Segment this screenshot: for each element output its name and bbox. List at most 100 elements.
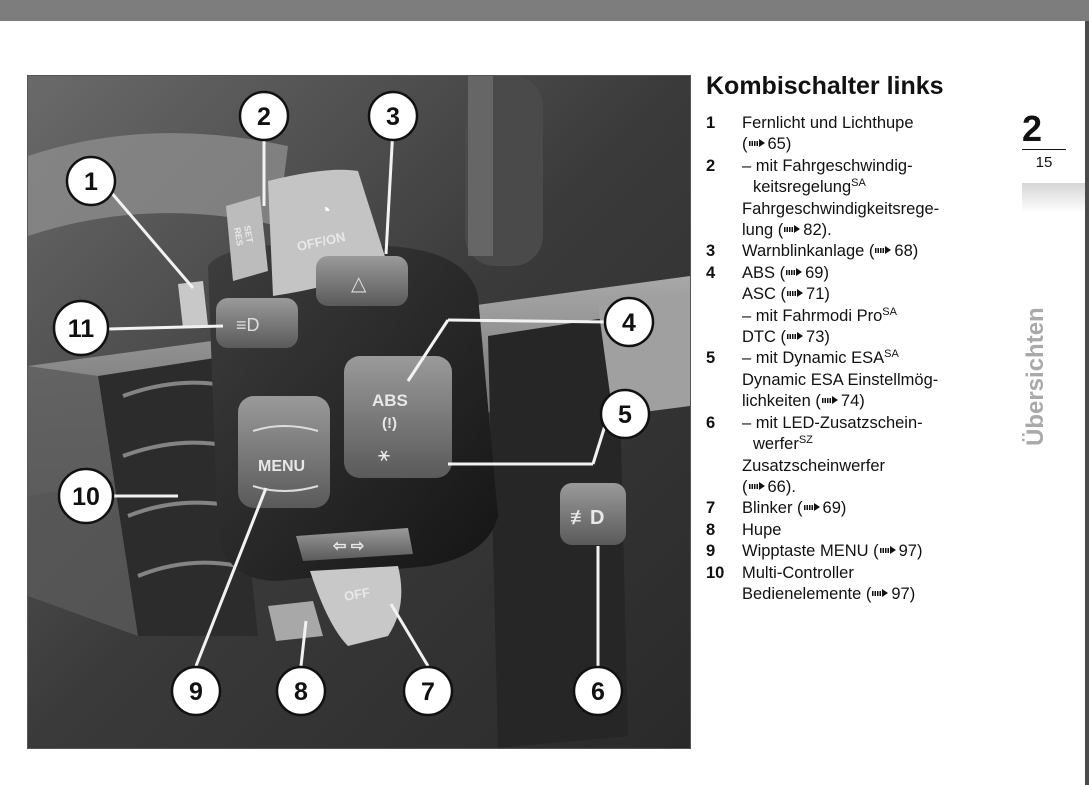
top-bar xyxy=(0,0,1089,21)
legend-line: keitsregelungSA xyxy=(742,177,991,198)
ref-open: ( xyxy=(775,328,787,347)
legend-line: – mit LED-Zusatzschein- xyxy=(742,413,991,434)
legend-line-text: Wipptaste MENU xyxy=(742,542,869,561)
ref-close: ) xyxy=(824,328,830,347)
ref-close: ) xyxy=(859,392,865,411)
page-reference-link[interactable]: 65 xyxy=(767,135,786,154)
speedometer-icon: ◔ xyxy=(320,200,331,220)
legend-line: Warnblinkanlage (68) xyxy=(742,241,991,262)
svg-text:6: 6 xyxy=(591,678,605,706)
menu-rocker[interactable] xyxy=(238,396,330,508)
page-reference-link[interactable]: 69 xyxy=(822,499,841,518)
indicator-off-paddle[interactable] xyxy=(310,566,402,646)
ref-close: ) xyxy=(824,285,830,304)
svg-text:5: 5 xyxy=(618,401,632,429)
legend-line-text: Zusatzscheinwerfer xyxy=(742,456,886,475)
page-reference-link[interactable]: 82 xyxy=(803,221,822,240)
legend-line: – mit Fahrgeschwindig- xyxy=(742,156,991,177)
page-reference-link[interactable]: 97 xyxy=(891,584,910,603)
indicator-switch[interactable] xyxy=(296,528,413,561)
horn-button[interactable] xyxy=(268,601,323,641)
legend-line: werferSZ xyxy=(742,434,991,455)
legend-line-text: werfer xyxy=(753,435,799,454)
ref-open: ( xyxy=(861,584,872,603)
menu-label: MENU xyxy=(258,458,305,475)
page-reference-link[interactable]: 68 xyxy=(894,242,913,261)
legend-line: – mit Dynamic ESASA xyxy=(742,348,991,369)
ref-close: ) xyxy=(912,242,919,261)
legend-number: 10 xyxy=(706,563,725,582)
callout-3: 3 xyxy=(367,90,419,142)
legend-line: DTC (73) xyxy=(742,327,991,348)
hazard-icon: △ xyxy=(351,273,367,295)
svg-text:1: 1 xyxy=(84,168,98,196)
page-reference-link[interactable]: 97 xyxy=(898,542,917,561)
callout-5: 5 xyxy=(599,388,651,440)
legend-description: Warnblinkanlage (68) xyxy=(742,241,991,262)
legend-line-text: – mit LED-Zusatzschein- xyxy=(742,413,923,432)
legend-line-text: ASC xyxy=(742,285,776,304)
legend-description: Blinker (69) xyxy=(742,498,991,519)
flasher-lever[interactable] xyxy=(178,281,208,328)
page-reference-link[interactable]: 69 xyxy=(805,263,824,282)
legend-line-text: – mit Fahrmodi Pro xyxy=(742,306,883,325)
ref-close: ). xyxy=(785,477,796,496)
legend-number: 6 xyxy=(706,413,716,432)
page-reference-arrow-icon xyxy=(879,546,896,555)
legend-line: ABS (69) xyxy=(742,263,991,284)
svg-text:2: 2 xyxy=(257,103,271,131)
high-beam-button[interactable] xyxy=(216,298,298,348)
svg-text:9: 9 xyxy=(189,678,203,706)
indicator-off-label: OFF xyxy=(343,585,371,604)
svg-text:4: 4 xyxy=(622,309,636,337)
page-reference-link[interactable]: 71 xyxy=(806,285,825,304)
svg-text:11: 11 xyxy=(68,315,95,343)
res-label: RES xyxy=(232,227,245,247)
ref-open: ( xyxy=(864,242,875,261)
suspension-icon: ⚹ xyxy=(378,444,390,466)
ref-close: ). xyxy=(821,221,832,240)
legend-line: Fernlicht und Lichthupe xyxy=(742,113,991,134)
callout-6: 6 xyxy=(572,665,624,717)
hazard-button[interactable] xyxy=(316,256,408,306)
legend-number: 2 xyxy=(706,156,716,175)
callout-7: 7 xyxy=(402,665,454,717)
fog-light-button[interactable] xyxy=(560,483,626,545)
legend-line-text: lung xyxy=(742,221,774,240)
high-beam-icon: ≡D xyxy=(236,315,260,335)
ref-open: ( xyxy=(775,285,787,304)
page-reference-link[interactable]: 73 xyxy=(806,328,825,347)
page-reference-link[interactable]: 74 xyxy=(840,392,860,411)
svg-text:3: 3 xyxy=(386,103,400,131)
callout-11: 11 xyxy=(52,299,110,357)
abs-button[interactable] xyxy=(344,356,452,478)
page-reference-arrow-icon xyxy=(786,267,803,277)
page-reference-link[interactable]: 66 xyxy=(767,477,786,496)
callout-8: 8 xyxy=(275,665,327,717)
ref-close: ) xyxy=(916,542,923,561)
leader-1 xyxy=(102,183,195,289)
legend-description: Wipptaste MENU (97) xyxy=(742,541,991,562)
ref-open: ( xyxy=(742,477,748,496)
leader-4a xyxy=(447,318,609,324)
legend-line-text: Hupe xyxy=(742,520,782,539)
leader-7 xyxy=(389,603,430,667)
ref-open: ( xyxy=(742,135,748,154)
legend-number: 3 xyxy=(706,242,716,261)
page-reference-arrow-icon xyxy=(787,289,804,298)
page-reference-arrow-icon xyxy=(875,246,892,255)
legend-line-text: Fernlicht und Lichthupe xyxy=(742,114,914,132)
switch-figure: SET RES OFF/ON ◔ △ ≡D ABS (!) ⚹ MENU ⇦ ⇨… xyxy=(27,75,691,749)
page-reference-arrow-icon xyxy=(872,588,889,598)
legend-line: – mit Fahrmodi ProSA xyxy=(742,306,991,327)
page-reference-arrow-icon xyxy=(787,332,804,341)
right-edge-bar xyxy=(1085,21,1089,785)
